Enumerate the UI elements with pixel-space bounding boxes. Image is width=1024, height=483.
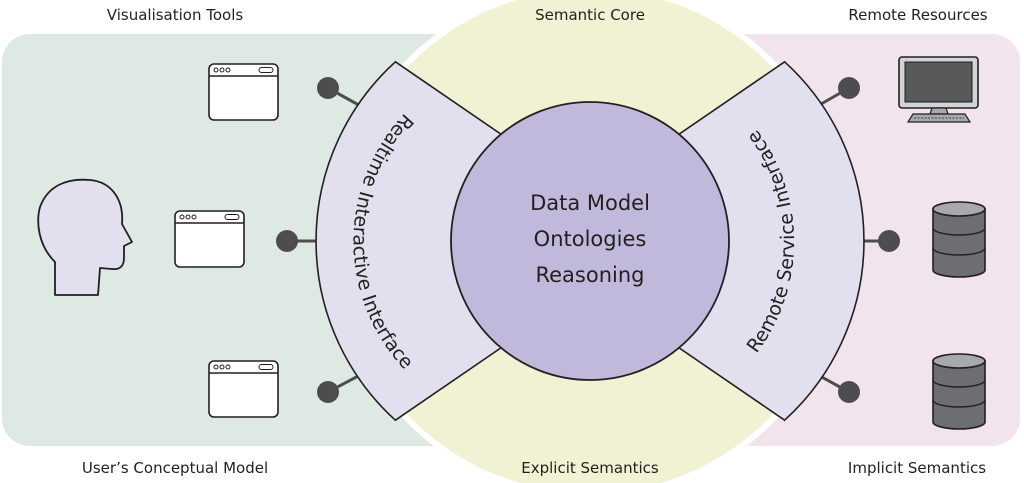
head-profile-icon <box>37 178 133 296</box>
application-window-icon <box>208 360 279 418</box>
semantic-core-circle <box>450 101 730 381</box>
application-window-icon <box>174 210 245 268</box>
connector-node <box>317 381 339 403</box>
connector-node <box>838 381 860 403</box>
core-label-ontologies: Ontologies <box>534 227 647 251</box>
database-icon <box>932 353 986 430</box>
connector-node <box>317 77 339 99</box>
database-icon <box>932 201 986 278</box>
desktop-computer-icon <box>898 56 979 123</box>
caption-semantic-core: Semantic Core <box>535 6 645 24</box>
application-window-icon <box>208 63 279 121</box>
connector-node <box>838 77 860 99</box>
caption-implicit-semantics: Implicit Semantics <box>848 459 986 477</box>
caption-remote-resources: Remote Resources <box>848 6 987 24</box>
core-label-data-model: Data Model <box>530 191 650 215</box>
caption-users-conceptual-model: User’s Conceptual Model <box>82 459 268 477</box>
caption-explicit-semantics: Explicit Semantics <box>521 459 659 477</box>
connector-node <box>878 230 900 252</box>
core-label-reasoning: Reasoning <box>535 263 644 287</box>
connector-node <box>276 230 298 252</box>
caption-visualisation-tools: Visualisation Tools <box>107 6 244 24</box>
